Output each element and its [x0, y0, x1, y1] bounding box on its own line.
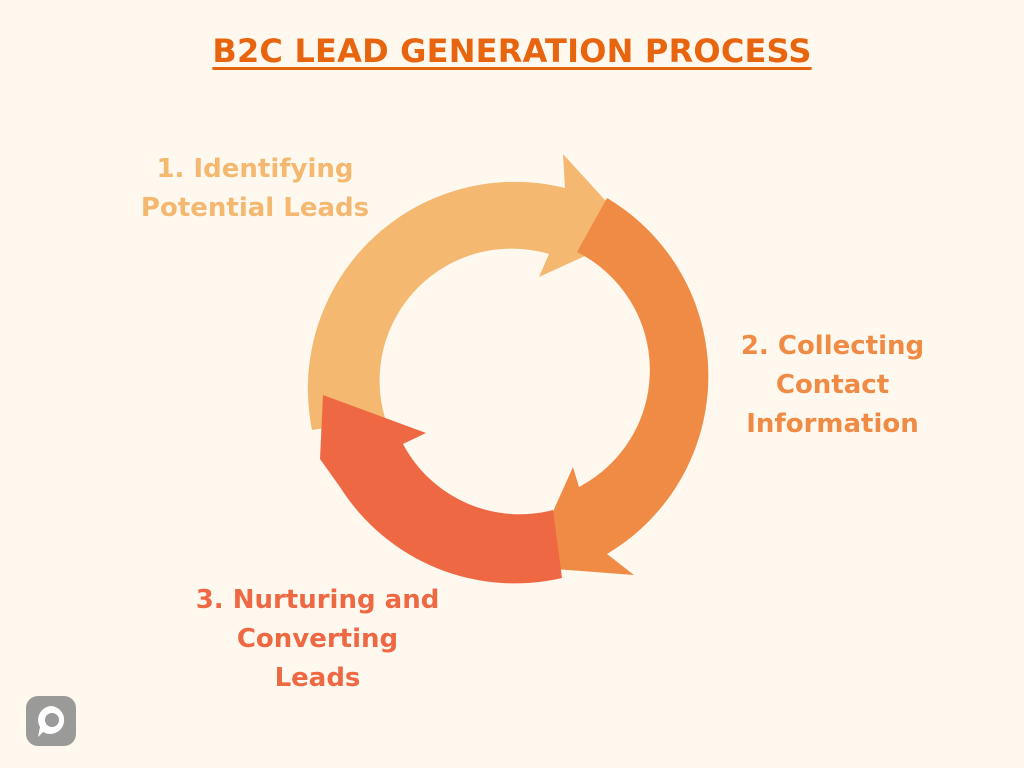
- step-2-line-2: Contact: [775, 370, 890, 400]
- step-2-line-1: 2. Collecting: [740, 331, 925, 361]
- step-label-nurturing: 3. Nurturing and Converting Leads: [180, 581, 455, 698]
- step-3-line-2: Converting: [236, 624, 399, 654]
- step-3-line-1: 3. Nurturing and: [195, 585, 440, 615]
- cycle-arrow-step-3: [320, 395, 562, 584]
- step-2-line-3: Information: [746, 409, 919, 439]
- step-label-identifying: 1. Identifying Potential Leads: [110, 150, 400, 228]
- page-title: B2C LEAD GENERATION PROCESS: [212, 32, 812, 70]
- brand-logo-icon: [26, 696, 76, 746]
- step-3-line-3: Leads: [274, 663, 361, 693]
- step-1-line-2: Potential Leads: [140, 193, 370, 223]
- step-1-line-1: 1. Identifying: [156, 154, 354, 184]
- step-label-collecting: 2. Collecting Contact Information: [700, 327, 965, 444]
- cycle-arrow-step-2: [528, 198, 709, 575]
- cycle-arrow-step-1: [307, 154, 635, 430]
